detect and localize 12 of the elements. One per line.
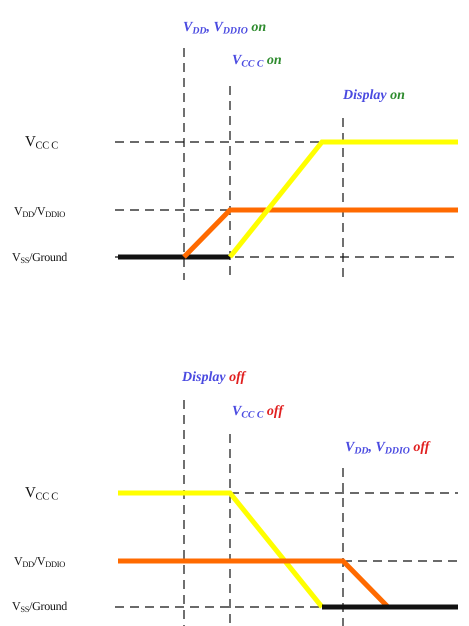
event-label: V$_{DD}$, V$_{DDIO}$ off (345, 440, 430, 456)
voltage-level-label: V$_{CC C}$ (25, 486, 58, 503)
voltage-level-label: V$_{SS}$/Ground (12, 250, 67, 265)
event-label: V$_{CC C}$ off (232, 404, 283, 420)
event-label: V$_{DD}$, V$_{DDIO}$ on (183, 20, 266, 36)
voltage-level-label: V$_{DD}$/V$_{DDIO}$ (14, 554, 66, 569)
voltage-level-label: V$_{SS}$/Ground (12, 600, 67, 614)
event-label: V$_{CC C}$ on (232, 54, 282, 69)
event-label: Display off (182, 371, 246, 385)
voltage-level-label: V$_{DD}$/V$_{DDIO}$ (14, 204, 66, 219)
voltage-level-label: V$_{CC C}$ (25, 134, 58, 152)
event-label: Display on (343, 89, 405, 103)
